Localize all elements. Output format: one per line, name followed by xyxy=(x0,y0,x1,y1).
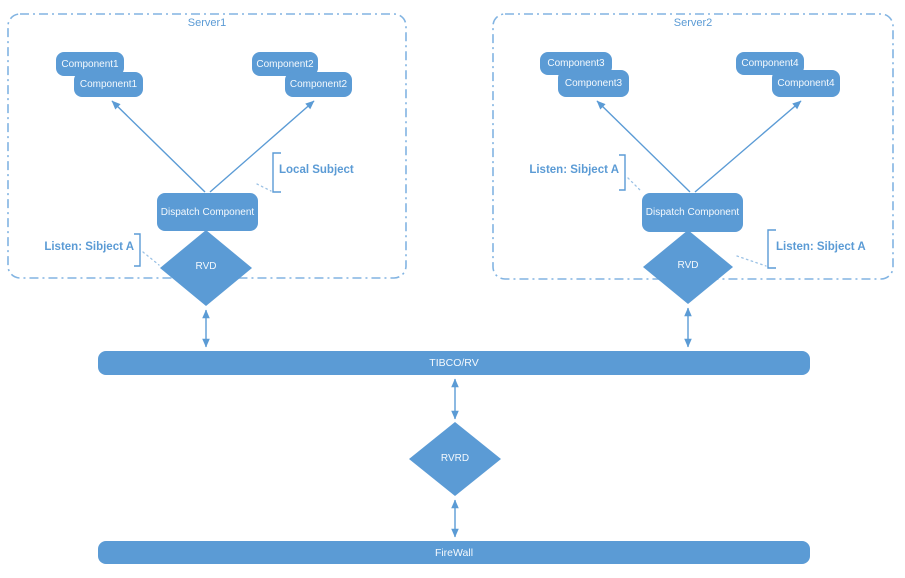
arrow-dispatch1-to-component2 xyxy=(209,100,315,193)
rvrd-diamond xyxy=(409,422,501,496)
server1-listen-bracket xyxy=(134,233,141,267)
arrow-dispatch2-to-component4 xyxy=(694,100,802,193)
local-subject-label: Local Subject xyxy=(279,164,354,176)
rvd2-diamond xyxy=(643,230,733,304)
server1-title: Server1 xyxy=(187,17,227,29)
arrow-dispatch1-to-component1 xyxy=(111,100,206,193)
rvrd-label: RVRD xyxy=(440,453,470,464)
rvd2-label: RVD xyxy=(677,260,699,271)
server2-listen-left-label: Listen: Sibject A xyxy=(529,164,619,176)
server1-listen-label: Listen: Sibject A xyxy=(44,241,134,253)
component1-front-node: Component1 xyxy=(74,72,143,97)
server2-listen-right-label: Listen: Sibject A xyxy=(776,241,866,253)
server1-listen-dotted-connector xyxy=(142,251,160,266)
server2-listen-right-dotted-connector xyxy=(736,255,767,267)
local-subject-bracket xyxy=(272,152,281,193)
rvd1-label: RVD xyxy=(195,261,217,272)
dispatch-component1-node: Dispatch Component xyxy=(157,193,258,231)
firewall-bar: FireWall xyxy=(98,541,810,564)
server2-listen-left-bracket xyxy=(619,154,626,191)
arrow-dispatch2-to-component3 xyxy=(596,100,691,193)
component3-back-node: Component3 xyxy=(540,52,612,75)
local-subject-dotted-connector xyxy=(256,183,272,192)
component3-front-node: Component3 xyxy=(558,70,629,97)
tibco-rv-bus-bar: TIBCO/RV xyxy=(98,351,810,375)
server2-listen-right-bracket xyxy=(767,229,776,269)
component2-front-node: Component2 xyxy=(285,72,352,97)
component4-front-node: Component4 xyxy=(772,70,840,97)
dispatch-component2-node: Dispatch Component xyxy=(642,193,743,232)
component4-back-node: Component4 xyxy=(736,52,804,75)
server2-title: Server2 xyxy=(673,17,713,29)
server2-listen-left-dotted-connector xyxy=(627,177,642,192)
rvd1-diamond xyxy=(160,230,252,306)
